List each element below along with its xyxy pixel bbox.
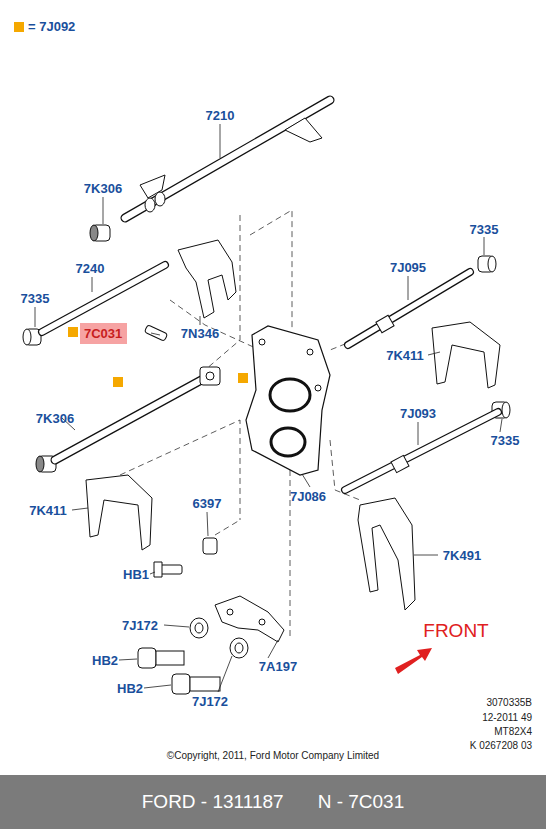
shift-rail (345, 412, 498, 490)
selector-shaft (125, 100, 330, 218)
shift-fork (432, 322, 500, 388)
highlight-box: 7C031 (80, 323, 127, 344)
callout-number: 7N346 (181, 327, 219, 340)
node-text: N - 7C031 (318, 791, 405, 813)
callout-number: HB2 (117, 682, 143, 695)
callout-number: 6397 (193, 497, 222, 510)
callout-number: 7K411 (29, 504, 67, 517)
callout-number: 7K306 (84, 182, 122, 195)
legend-swatch (14, 22, 24, 32)
callout-number: 7210 (206, 109, 235, 122)
callout-number: 7335 (21, 292, 50, 305)
callout-number: 7J172 (122, 619, 158, 632)
callout-number: HB1 (123, 568, 149, 581)
leader-lines (35, 124, 502, 692)
front-arrow (395, 648, 432, 674)
callout-number: HB2 (92, 654, 118, 667)
callout-number: 7J093 (400, 407, 436, 420)
callout-number: 7J172 (192, 695, 228, 708)
callout-number: 7J095 (390, 261, 426, 274)
shift-rail (42, 265, 165, 332)
node-text: 7C031 (84, 326, 122, 341)
callout-number: 7A197 (259, 660, 297, 673)
reference-code: MT82X4 (494, 727, 532, 737)
footer-band: FORD - 1311187 N - 7C031 (0, 775, 546, 829)
callout-number: 7335 (491, 434, 520, 447)
node-text: FORD - 1311187 (142, 791, 284, 813)
callout-number: 7K306 (36, 412, 74, 425)
callout-number: 7240 (76, 262, 105, 275)
callout-number: 7J086 (290, 490, 326, 503)
legend-entry: = 7J092 (14, 19, 75, 34)
callout-number: 7K491 (443, 549, 481, 562)
direction-label: FRONT (423, 621, 488, 640)
shift-fork (178, 240, 236, 318)
callout-number: 7335 (470, 223, 499, 236)
copyright-note: ©Copyright, 2011, Ford Motor Company Lim… (167, 751, 379, 761)
callout-number: 7K411 (386, 349, 424, 362)
shift-fork (86, 475, 152, 550)
shift-fork (358, 498, 415, 610)
legend-markers (68, 327, 248, 387)
pin (144, 325, 167, 342)
shift-rail (55, 367, 220, 460)
legend-text: = 7J092 (28, 19, 75, 34)
reference-code: 12-2011 49 (482, 713, 532, 723)
assembly-lines (120, 210, 360, 640)
reference-code: K 0267208 03 (470, 741, 532, 751)
gate-plate (246, 326, 330, 475)
reference-code: 3070335B (486, 698, 532, 708)
